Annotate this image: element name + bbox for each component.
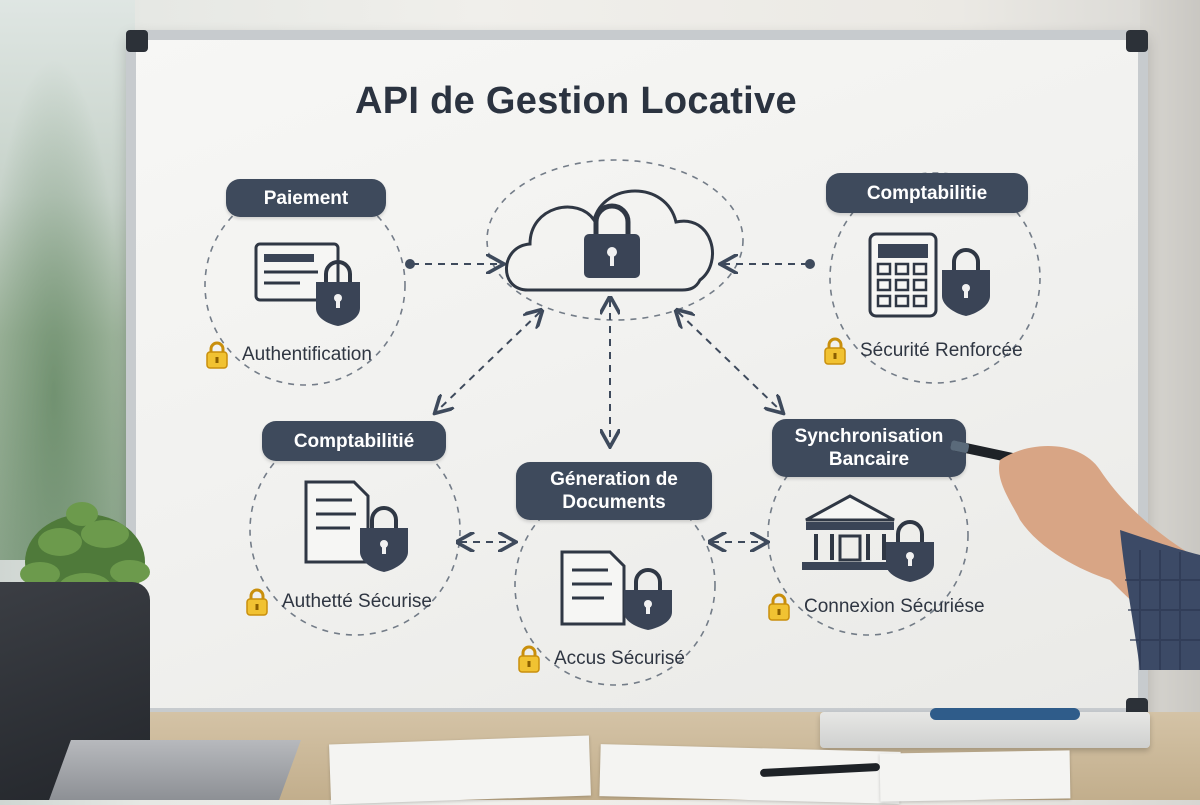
cloud-lock-icon bbox=[505, 189, 714, 292]
laptop-base bbox=[49, 740, 301, 800]
pill-comptabilitie-left: Comptabilitié bbox=[262, 421, 446, 461]
card-lock-icon bbox=[254, 242, 360, 326]
pill-paiement: Paiement bbox=[226, 179, 386, 217]
padlock-icon bbox=[518, 645, 540, 673]
label-connexion-securisee: Connexion Sécuriése bbox=[764, 592, 985, 622]
marker bbox=[930, 708, 1080, 720]
lock-label-text: Connexion Sécuriése bbox=[804, 596, 985, 617]
document-lock-icon bbox=[304, 480, 408, 572]
arrow-cloud-comptabilitie bbox=[436, 312, 540, 412]
lock-label-text: Sécurité Renforcée bbox=[860, 340, 1023, 361]
board-title: API de Gestion Locative bbox=[355, 80, 797, 122]
lock-label-text: Authetté Sécurise bbox=[282, 591, 432, 612]
paper-sheet bbox=[329, 735, 591, 805]
center-ring bbox=[486, 159, 744, 321]
lock-label-text: Authentification bbox=[242, 344, 372, 365]
label-authentification: Authentification bbox=[202, 340, 372, 370]
board-corner bbox=[1126, 30, 1148, 52]
paper-sheet bbox=[879, 750, 1071, 802]
padlock-icon bbox=[768, 593, 790, 621]
pill-comptabilitie: Comptabilitie bbox=[826, 173, 1028, 213]
board-corner bbox=[126, 30, 148, 52]
hand-with-marker bbox=[950, 440, 1200, 670]
pill-generation-documents: Géneration de Documents bbox=[516, 462, 712, 520]
arrow-cloud-banque bbox=[678, 312, 782, 412]
bank-lock-icon bbox=[802, 494, 934, 582]
document-lock-icon bbox=[560, 550, 672, 630]
label-authette-securise: Authetté Sécurise bbox=[242, 587, 432, 617]
pill-synchronisation-bancaire: Synchronisation Bancaire bbox=[772, 419, 966, 477]
label-securite-renforcee: Sécurité Renforcée bbox=[820, 336, 1023, 366]
window-background bbox=[0, 0, 135, 560]
lock-label-text: Accus Sécurisé bbox=[554, 648, 685, 669]
padlock-icon bbox=[824, 337, 846, 365]
label-accus-securise: Accus Sécurisé bbox=[514, 644, 685, 674]
paper-sheet bbox=[599, 744, 901, 804]
padlock-icon bbox=[246, 588, 268, 616]
calculator-lock-icon bbox=[868, 232, 990, 318]
padlock-icon bbox=[206, 341, 228, 369]
